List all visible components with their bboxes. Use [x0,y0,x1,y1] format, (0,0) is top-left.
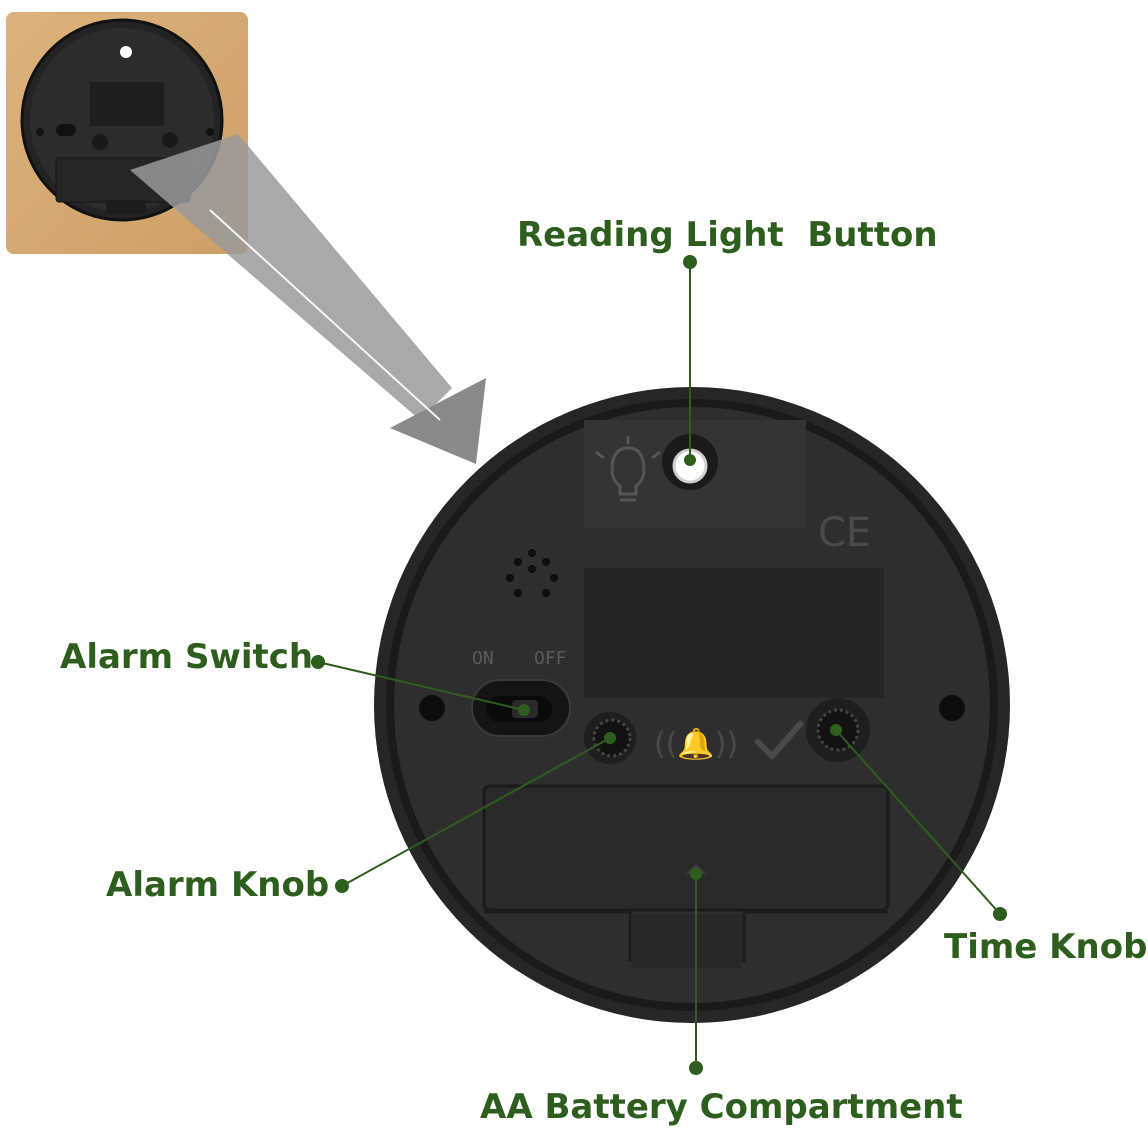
speaker-grille [506,549,558,597]
mounting-hole [419,695,445,721]
ce-mark: CE [818,510,871,556]
switch-off-label: OFF [534,648,567,669]
callout-alarm-switch: Alarm Switch [60,637,314,677]
bell-icon: ((🔔)) [654,727,738,762]
leader-lines [311,255,1007,1075]
callout-time-knob: Time Knob [944,927,1148,967]
mounting-hole [939,695,965,721]
callout-reading-light-button: Reading Light Button [517,215,938,255]
battery-latch[interactable] [632,914,742,968]
bulb-icon [595,436,661,502]
zoom-arrow [130,134,486,464]
display-window [584,568,884,698]
callout-battery-compartment: AA Battery Compartment [480,1087,963,1127]
switch-on-label: ON [472,648,494,669]
clock-back: CE ON OFF ((🔔)) [374,387,1010,1023]
callout-alarm-knob: Alarm Knob [106,865,330,905]
battery-compartment-cover[interactable] [482,784,890,912]
checkmark-icon [753,720,805,761]
